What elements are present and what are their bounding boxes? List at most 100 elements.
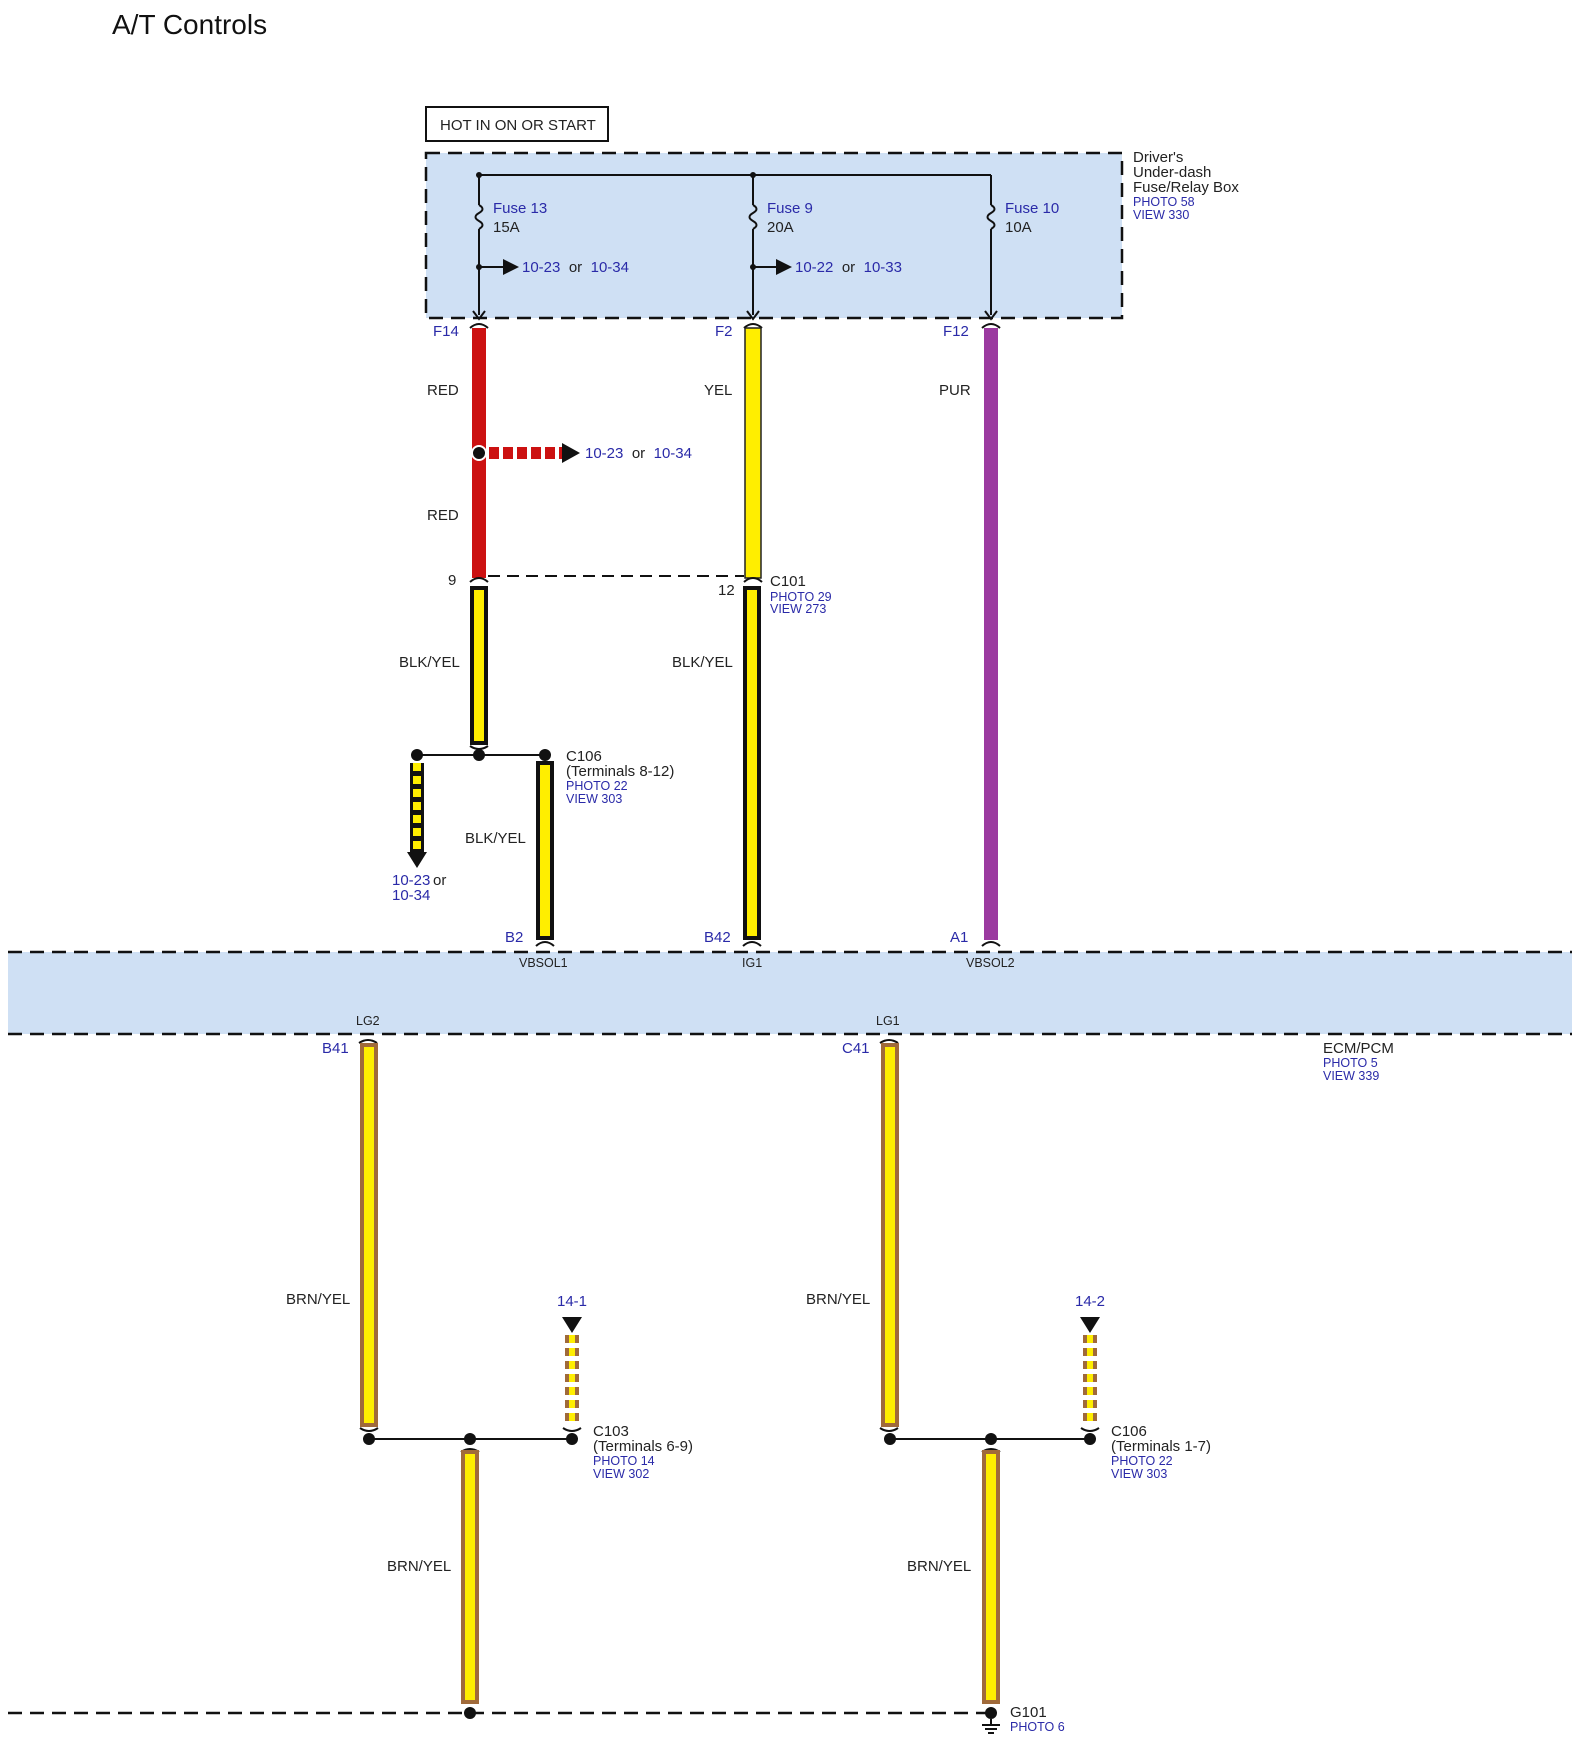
pin-c41: C41 [842,1040,870,1057]
c106-top-terminals: (Terminals 8-12) [566,763,674,780]
wire-label-blkyel-3: BLK/YEL [465,830,526,847]
pin-b41: B41 [322,1040,349,1057]
down-ref-or: or [433,872,446,889]
pin-f2: F2 [715,323,733,340]
chevron-down-icon [984,310,998,321]
page-title: A/T Controls [112,9,267,40]
connector-cap [879,1427,899,1432]
arrow-down-icon [1080,1317,1100,1333]
pin-f12: F12 [943,323,969,340]
fuse-9-ref[interactable]: 10-22 or 10-33 [795,259,902,276]
wire-label-red-upper: RED [427,382,459,399]
splice-node [539,749,551,761]
c101-photo: PHOTO 29 [770,590,832,604]
splice-node [1084,1433,1096,1445]
ecm-name: ECM/PCM [1323,1040,1394,1057]
wire-label-blkyel-2: BLK/YEL [672,654,733,671]
brn-yel-wire-lower-left [461,1450,479,1704]
connector-cap [981,941,1001,947]
c103-view: VIEW 302 [593,1467,649,1481]
fuse-9-symbol [748,204,758,230]
fuse-10-name: Fuse 10 [1005,200,1059,217]
c101-name: C101 [770,573,806,590]
connector-cap [469,745,489,750]
ecm-pin-lg1: LG1 [876,1014,900,1028]
g101-photo: PHOTO 6 [1010,1720,1065,1734]
fuse-10-rating: 10A [1005,219,1032,236]
c106-top-name: C106 [566,748,602,765]
arrow-right-icon [562,443,580,463]
splice-node [363,1433,375,1445]
fuse-9-rating: 20A [767,219,794,236]
splice-node [471,445,487,461]
brn-yel-wire-b41 [360,1043,378,1427]
fuse-10-symbol [986,204,996,230]
fuse-box-line2: Under-dash [1133,164,1211,181]
c103-name: C103 [593,1423,629,1440]
splice-node [411,749,423,761]
fuse-box-panel [424,151,1124,320]
pin-b2: B2 [505,929,523,946]
c103-photo: PHOTO 14 [593,1454,655,1468]
ecm-photo: PHOTO 5 [1323,1056,1378,1070]
ecm-pin-ig1: IG1 [742,956,762,970]
ecm-pin-vbsol2: VBSOL2 [966,956,1015,970]
hot-label: HOT IN ON OR START [440,117,596,134]
fuse-13-symbol [474,204,484,230]
yel-wire [744,327,762,579]
splice-node [985,1433,997,1445]
pin-b42: B42 [704,929,731,946]
c106-bottom-name: C106 [1111,1423,1147,1440]
wire-label-yel: YEL [704,382,732,399]
blk-yel-wire-b2 [536,761,554,940]
arrow-down-icon [562,1317,582,1333]
connector-cap [358,1039,378,1044]
ecm-view: VIEW 339 [1323,1069,1379,1083]
wire-label-red-lower: RED [427,507,459,524]
splice-node [473,749,485,761]
arrow-down-icon [407,852,427,868]
c106-bottom-view: VIEW 303 [1111,1467,1167,1481]
ground-icon [982,1719,1000,1734]
c101-view: VIEW 273 [770,602,826,616]
ecm-panel [8,952,1572,1034]
connector-cap [359,1427,379,1432]
ecm-pin-vbsol1: VBSOL1 [519,956,568,970]
fuse-box-line1: Driver's [1133,149,1183,166]
splice-node [566,1433,578,1445]
ref-14-2[interactable]: 14-2 [1075,1293,1105,1310]
c103-terminals: (Terminals 6-9) [593,1438,693,1455]
pur-wire [984,328,998,940]
down-ref-b[interactable]: 10-34 [392,887,430,904]
hot-label-box [425,106,609,142]
blk-yel-wire-center [743,586,761,940]
c106-bottom-terminals: (Terminals 1-7) [1111,1438,1211,1455]
wire-label-blkyel-1: BLK/YEL [399,654,460,671]
c106-top-photo: PHOTO 22 [566,779,628,793]
fuse-13-ref[interactable]: 10-23 or 10-34 [522,259,629,276]
pin-f14: F14 [433,323,459,340]
wire-label-pur: PUR [939,382,971,399]
fuse-13-rating: 15A [493,219,520,236]
splice-node [884,1433,896,1445]
fuse-13-name: Fuse 13 [493,200,547,217]
c101-pin-12: 12 [718,582,735,599]
splice-node [985,1707,997,1719]
down-ref-a[interactable]: 10-23 [392,872,430,889]
connector-cap [981,323,1001,329]
fuse-box-line3: Fuse/Relay Box [1133,179,1239,196]
fuse-box-photo: PHOTO 58 [1133,195,1195,209]
wire-label-brnyel-3: BRN/YEL [387,1558,451,1575]
connector-cap [535,941,555,947]
g101-name: G101 [1010,1704,1047,1721]
chevron-down-icon [746,310,760,321]
splice-node [464,1433,476,1445]
blk-yel-wire-left [470,586,488,745]
connector-cap [1080,1427,1100,1432]
ref-14-1[interactable]: 14-1 [557,1293,587,1310]
red-branch-ref[interactable]: 10-23 or 10-34 [585,445,692,462]
connector-cap [562,1427,582,1432]
pin-a1: A1 [950,929,968,946]
fuse-box-view: VIEW 330 [1133,208,1189,222]
